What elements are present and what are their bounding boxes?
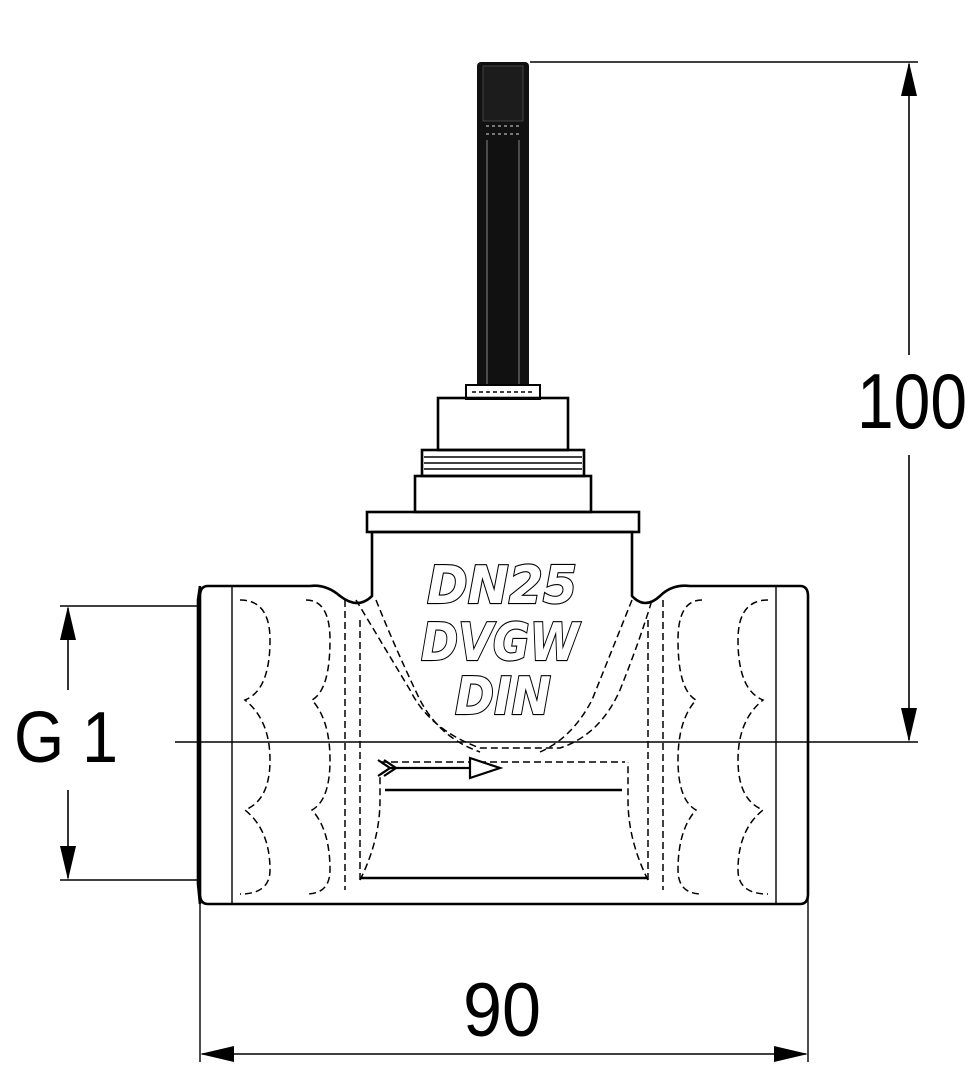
dimension-height: 100 bbox=[530, 61, 967, 743]
valve-bonnet bbox=[365, 396, 641, 534]
dimension-width: 90 bbox=[199, 890, 809, 1062]
marking-certification: DVGW bbox=[421, 613, 581, 673]
body-marking: DN25 DVGW DIN bbox=[420, 555, 582, 728]
height-dimension-label: 100 bbox=[857, 357, 967, 445]
valve-stem bbox=[465, 62, 541, 400]
dimension-thread: G 1 bbox=[14, 605, 200, 881]
width-dimension-label: 90 bbox=[463, 968, 541, 1053]
marking-standard: DIN bbox=[455, 667, 551, 727]
flow-direction-arrow bbox=[377, 756, 504, 780]
thread-dimension-label: G 1 bbox=[14, 698, 118, 778]
valve-body bbox=[196, 530, 810, 906]
marking-nominal-size: DN25 bbox=[427, 556, 577, 616]
